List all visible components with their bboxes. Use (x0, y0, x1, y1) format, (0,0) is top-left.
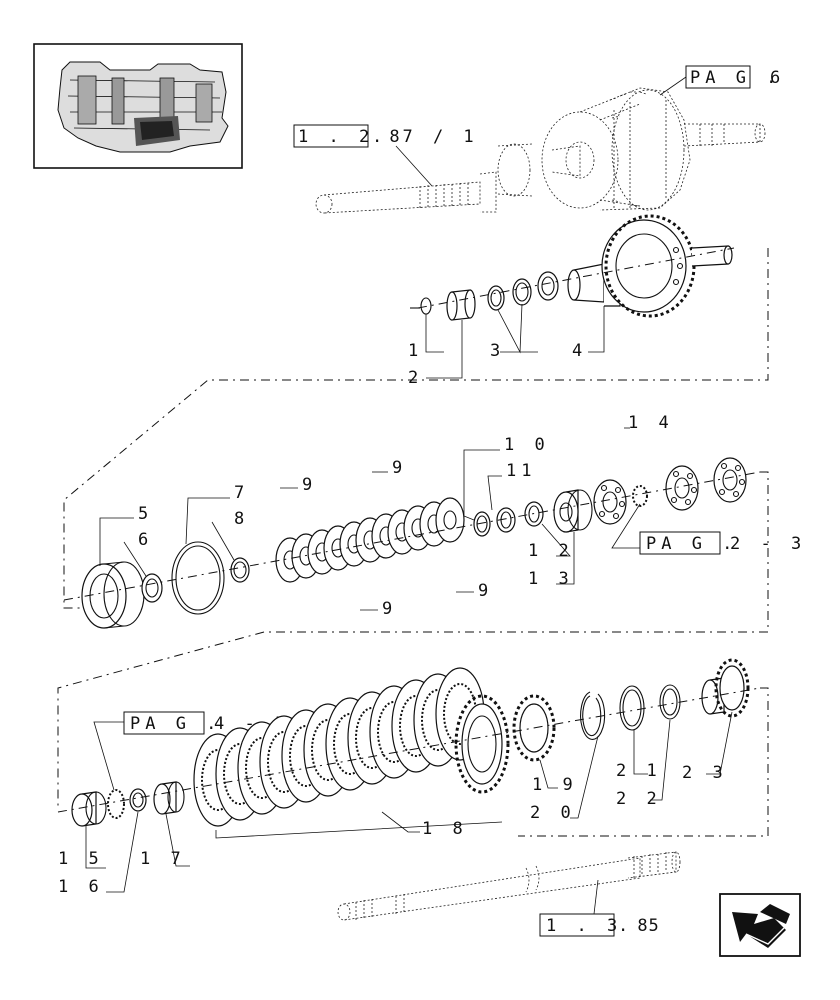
callout-10: 1 0 (504, 435, 550, 455)
output-shaft (337, 851, 681, 921)
callout-16: 1 6 (58, 877, 104, 897)
part-20-snap-ring[interactable] (580, 691, 606, 740)
callout-13: 1 3 (528, 569, 574, 589)
callout-19: 1 9 (532, 775, 578, 795)
ref-pag-6-num: 6 (770, 68, 785, 88)
part-21-ring[interactable] (619, 685, 645, 731)
part-7-snap-ring[interactable] (171, 541, 225, 615)
callouts-bottom: 1 5 1 6 1 7 1 8 1 9 2 0 2 1 2 2 2 3 (58, 711, 733, 897)
ref-pag-23-num: 2 - 3 (730, 534, 806, 554)
callout-8: 8 (234, 509, 249, 529)
part-3-shims[interactable] (487, 271, 559, 311)
part-10-ring[interactable] (473, 511, 491, 537)
part-1-circlip[interactable] (410, 297, 432, 315)
part-5-bearing[interactable] (81, 561, 145, 629)
ref-pag-2-3[interactable]: PA G . 2 - 3 (611, 503, 806, 555)
part-16-washer[interactable] (107, 789, 125, 819)
callout-9b: 9 (392, 458, 407, 478)
part-4-gear-shaft[interactable] (567, 214, 733, 318)
part-11-ring[interactable] (496, 507, 516, 533)
callout-15: 1 5 (58, 849, 104, 869)
frame-dash-1 (63, 248, 769, 609)
ref-pag-45-label: PA G . (130, 714, 221, 734)
part-18-clutch-discs[interactable] (193, 667, 510, 827)
part-13-bushing[interactable] (553, 489, 593, 533)
callout-2: 2 (408, 368, 423, 388)
ref-pag-23-label: PA G . (646, 534, 737, 554)
part-17-bushing[interactable] (153, 781, 185, 815)
ref-128-label: 1 . 2 8 (298, 127, 405, 147)
callout-6: 6 (138, 530, 153, 550)
callout-4: 4 (572, 341, 587, 361)
callout-9a: 9 (302, 475, 317, 495)
callout-1: 1 (408, 341, 423, 361)
callout-14: 1 4 (628, 413, 674, 433)
ref-138-label: 1 . 3 8 (546, 916, 653, 936)
callout-9d: 9 (478, 581, 493, 601)
ref-pag-6[interactable]: PA G . 6 (659, 65, 785, 96)
part-9-springs[interactable] (275, 497, 465, 583)
part-17-ring[interactable] (129, 788, 147, 812)
callout-21: 2 1 (616, 761, 662, 781)
housing-assembly (541, 87, 766, 211)
ref-138-suffix: . 5 (618, 916, 664, 936)
callout-17: 1 7 (140, 849, 186, 869)
part-23-gear-hub[interactable] (701, 658, 750, 718)
previous-page-arrow-icon[interactable] (719, 893, 801, 957)
callout-11: 11 (506, 461, 536, 481)
part-2-bushing[interactable] (446, 289, 476, 321)
ref-pag-6-label: PA G . (690, 68, 781, 88)
ref-128-suffix: . 7 / 1 (372, 127, 479, 147)
axis-line-2 (63, 471, 761, 601)
frame-dash-2 (57, 471, 769, 808)
callout-20: 2 0 (530, 803, 576, 823)
transmission-thumbnail[interactable] (33, 43, 243, 169)
part-14-bearings[interactable] (593, 457, 747, 525)
callout-18: 1 8 (422, 819, 468, 839)
callout-7: 7 (234, 483, 249, 503)
frame-dash-3 (518, 687, 769, 837)
callout-9c: 9 (382, 599, 397, 619)
callout-22: 2 2 (616, 789, 662, 809)
callout-5: 5 (138, 504, 153, 524)
input-shaft (315, 143, 533, 214)
part-22-ring[interactable] (659, 684, 681, 720)
ref-1-28-7-1[interactable]: 1 . 2 8 . 7 / 1 (293, 124, 479, 187)
axis-line-3 (57, 687, 761, 813)
callout-12: 1 2 (528, 541, 574, 561)
callouts-middle: 5 6 7 8 9 9 9 9 1 0 11 1 2 1 3 1 4 (99, 413, 674, 619)
part-8-ring[interactable] (230, 557, 250, 583)
callouts-top: 1 2 3 4 (408, 303, 605, 388)
part-6-ring[interactable] (141, 573, 163, 603)
part-15-bushing[interactable] (71, 791, 107, 827)
callout-3: 3 (490, 341, 505, 361)
ref-1-38-5[interactable]: 1 . 3 8 . 5 (539, 879, 664, 937)
callout-23: 2 3 (682, 763, 728, 783)
